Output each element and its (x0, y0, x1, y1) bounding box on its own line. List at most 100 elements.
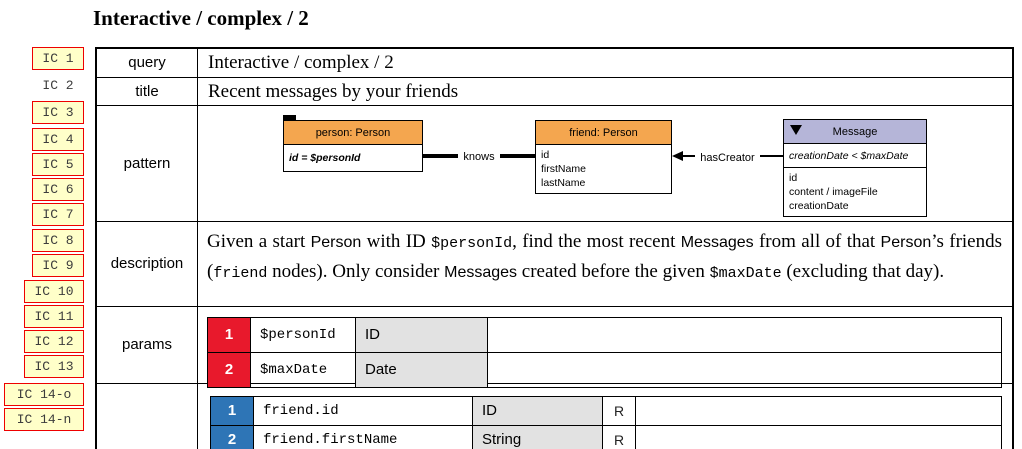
sidebar-item-ic-8[interactable]: IC 8 (32, 229, 84, 252)
param-notes (488, 353, 1001, 387)
friend-field-id: id (541, 149, 550, 162)
description-text: Given a start Person with ID $personId, … (198, 222, 1012, 287)
result-row-2: 2 friend.firstName String R (211, 425, 1001, 449)
sidebar-item-ic-14-n[interactable]: IC 14-n (4, 408, 84, 431)
person-node: person: Person id = $personId (283, 120, 423, 173)
result-name: friend.id (254, 396, 473, 425)
description-segment: created before the given (517, 260, 710, 282)
friend-node: friend: Person id firstName lastName (535, 120, 672, 195)
message-node-marker-triangle-icon (790, 125, 802, 136)
friend-field-lastname: lastName (541, 177, 586, 190)
pattern-row-label: pattern (97, 106, 198, 222)
sidebar-item-ic-2: IC 2 (32, 74, 84, 97)
params-row: params 1 $personId ID 2 $maxDate Date (97, 306, 1012, 388)
message-node-fields: id content / imageFile creationDate (784, 168, 926, 216)
sidebar-item-ic-10[interactable]: IC 10 (24, 280, 84, 303)
query-value: Interactive / complex / 2 (208, 51, 394, 73)
query-row-label: query (97, 49, 198, 77)
title-row: title Recent messages by your friends (97, 77, 1012, 107)
description-segment: $maxDate (709, 264, 782, 282)
sidebar-item-label: IC 11 (34, 309, 74, 324)
sidebar-item-label: IC 7 (42, 207, 74, 222)
sidebar-item-ic-12[interactable]: IC 12 (24, 330, 84, 353)
has-creator-edge-label: hasCreator (695, 152, 760, 165)
friend-node-fields: id firstName lastName (536, 145, 671, 193)
description-segment: from all of that (753, 231, 881, 253)
param-row-1: 1 $personId ID (208, 317, 1001, 353)
sidebar-item-label: IC 6 (42, 182, 74, 197)
description-row: description Given a start Person with ID… (97, 222, 1012, 307)
params-table: 1 $personId ID 2 $maxDate Date (207, 316, 1002, 388)
param-index: 2 (208, 352, 251, 387)
message-node: Message creationDate < $maxDate id conte… (783, 119, 927, 218)
result-row-label (97, 383, 198, 449)
description-segment: Person (310, 234, 362, 252)
sidebar-item-ic-9[interactable]: IC 9 (32, 254, 84, 277)
params-row-label: params (97, 306, 198, 383)
param-name: $maxDate (251, 352, 356, 387)
sidebar-item-label: IC 12 (34, 334, 74, 349)
sidebar-item-ic-1[interactable]: IC 1 (32, 47, 84, 70)
result-flag: R (603, 396, 636, 425)
has-creator-arrowhead-icon (672, 151, 683, 162)
description-segment: , find the most recent (512, 231, 681, 253)
sidebar-item-label: IC 14-n (16, 412, 72, 427)
sidebar-item-label: IC 3 (42, 105, 74, 120)
result-index: 2 (211, 425, 254, 449)
description-segment: $personId (431, 235, 513, 253)
title-row-label: title (97, 77, 198, 106)
param-index: 1 (208, 317, 251, 352)
person-node-title: person: Person (284, 121, 422, 146)
result-table: 1 friend.id ID R 2 friend.firstName Stri… (210, 395, 1002, 449)
message-node-constraint: creationDate < $maxDate (784, 144, 926, 169)
has-creator-edge: hasCreator (672, 148, 783, 166)
sidebar-item-ic-13[interactable]: IC 13 (24, 355, 84, 378)
sidebar-item-ic-5[interactable]: IC 5 (32, 153, 84, 176)
result-name: friend.firstName (254, 425, 473, 449)
param-type: Date (356, 352, 488, 387)
query-spec-table: query Interactive / complex / 2 title Re… (95, 47, 1014, 449)
page-title: Interactive / complex / 2 (93, 6, 309, 30)
result-index: 1 (211, 396, 254, 425)
sidebar-item-ic-11[interactable]: IC 11 (24, 305, 84, 328)
result-flag: R (603, 425, 636, 449)
sidebar-item-ic-4[interactable]: IC 4 (32, 128, 84, 151)
message-field-id: id (789, 172, 798, 185)
description-segment: (excluding that day). (781, 260, 945, 282)
param-notes (488, 318, 1001, 352)
message-field-content: content / imageFile (789, 186, 878, 199)
sidebar-item-ic-6[interactable]: IC 6 (32, 178, 84, 201)
param-type: ID (356, 317, 488, 352)
sidebar-item-label: IC 13 (34, 359, 74, 374)
message-field-creationdate: creationDate (789, 200, 849, 213)
sidebar-item-ic-3[interactable]: IC 3 (32, 101, 84, 124)
pattern-row: pattern person: Person id = $personId kn… (97, 106, 1012, 223)
knows-edge: knows (423, 147, 535, 165)
title-value: Recent messages by your friends (208, 80, 459, 102)
param-row-2: 2 $maxDate Date (208, 352, 1001, 387)
result-type: String (473, 425, 603, 449)
sidebar-item-ic-14-o[interactable]: IC 14-o (4, 383, 84, 406)
description-segment: with ID (361, 231, 432, 253)
sidebar-item-label: IC 9 (42, 258, 74, 273)
result-notes (636, 397, 1001, 425)
description-row-label: description (97, 222, 198, 306)
sidebar-item-label: IC 14-o (16, 387, 72, 402)
sidebar-item-label: IC 1 (42, 51, 74, 66)
result-notes (636, 426, 1001, 449)
query-row: query Interactive / complex / 2 (97, 49, 1012, 78)
description-segment: friend (213, 264, 268, 282)
description-segment: Messages (444, 263, 518, 281)
param-name: $personId (251, 317, 356, 352)
person-node-constraint: id = $personId (289, 152, 361, 165)
knows-edge-label: knows (458, 151, 500, 164)
pattern-diagram: person: Person id = $personId knows frie… (198, 106, 1012, 221)
sidebar-item-ic-7[interactable]: IC 7 (32, 203, 84, 226)
description-segment: Messages (680, 234, 754, 252)
sidebar-item-label: IC 4 (42, 132, 74, 147)
message-node-title: Message (784, 120, 926, 145)
sidebar-item-label: IC 8 (42, 233, 74, 248)
sidebar-item-label: IC 2 (42, 78, 74, 93)
result-row-1: 1 friend.id ID R (211, 396, 1001, 426)
